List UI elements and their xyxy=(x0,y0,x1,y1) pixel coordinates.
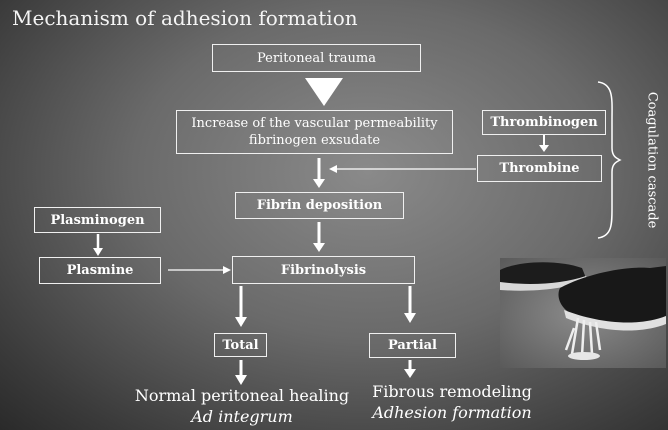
box-vascular-permeability: Increase of the vascular permeability fi… xyxy=(176,110,453,154)
coagulation-brace xyxy=(597,81,622,239)
shoe-gum-photo xyxy=(500,258,666,368)
box-plasmine: Plasmine xyxy=(39,257,161,284)
outcome-normal-healing-title: Normal peritoneal healing xyxy=(134,386,350,405)
box-thrombine: Thrombine xyxy=(477,155,602,182)
big-down-arrow xyxy=(305,78,343,106)
box-thrombinogen: Thrombinogen xyxy=(482,110,606,135)
box-fibrin-deposition: Fibrin deposition xyxy=(235,192,404,219)
box-plasminogen: Plasminogen xyxy=(34,207,161,233)
outcome-normal-healing: Normal peritoneal healing Ad integrum xyxy=(122,386,362,428)
coagulation-cascade-label: Coagulation cascade xyxy=(644,91,660,229)
shoe-gum-illustration xyxy=(500,258,666,368)
page-title: Mechanism of adhesion formation xyxy=(12,6,358,30)
outcome-fibrous-remodeling-subtitle: Adhesion formation xyxy=(372,403,532,422)
box-fibrinolysis: Fibrinolysis xyxy=(232,256,415,284)
box-peritoneal-trauma: Peritoneal trauma xyxy=(212,44,421,72)
box-total: Total xyxy=(214,333,267,357)
outcome-fibrous-remodeling: Fibrous remodeling Adhesion formation xyxy=(362,382,542,424)
outcome-normal-healing-subtitle: Ad integrum xyxy=(191,407,293,426)
outcome-fibrous-remodeling-title: Fibrous remodeling xyxy=(372,382,532,401)
box-partial: Partial xyxy=(369,333,456,358)
